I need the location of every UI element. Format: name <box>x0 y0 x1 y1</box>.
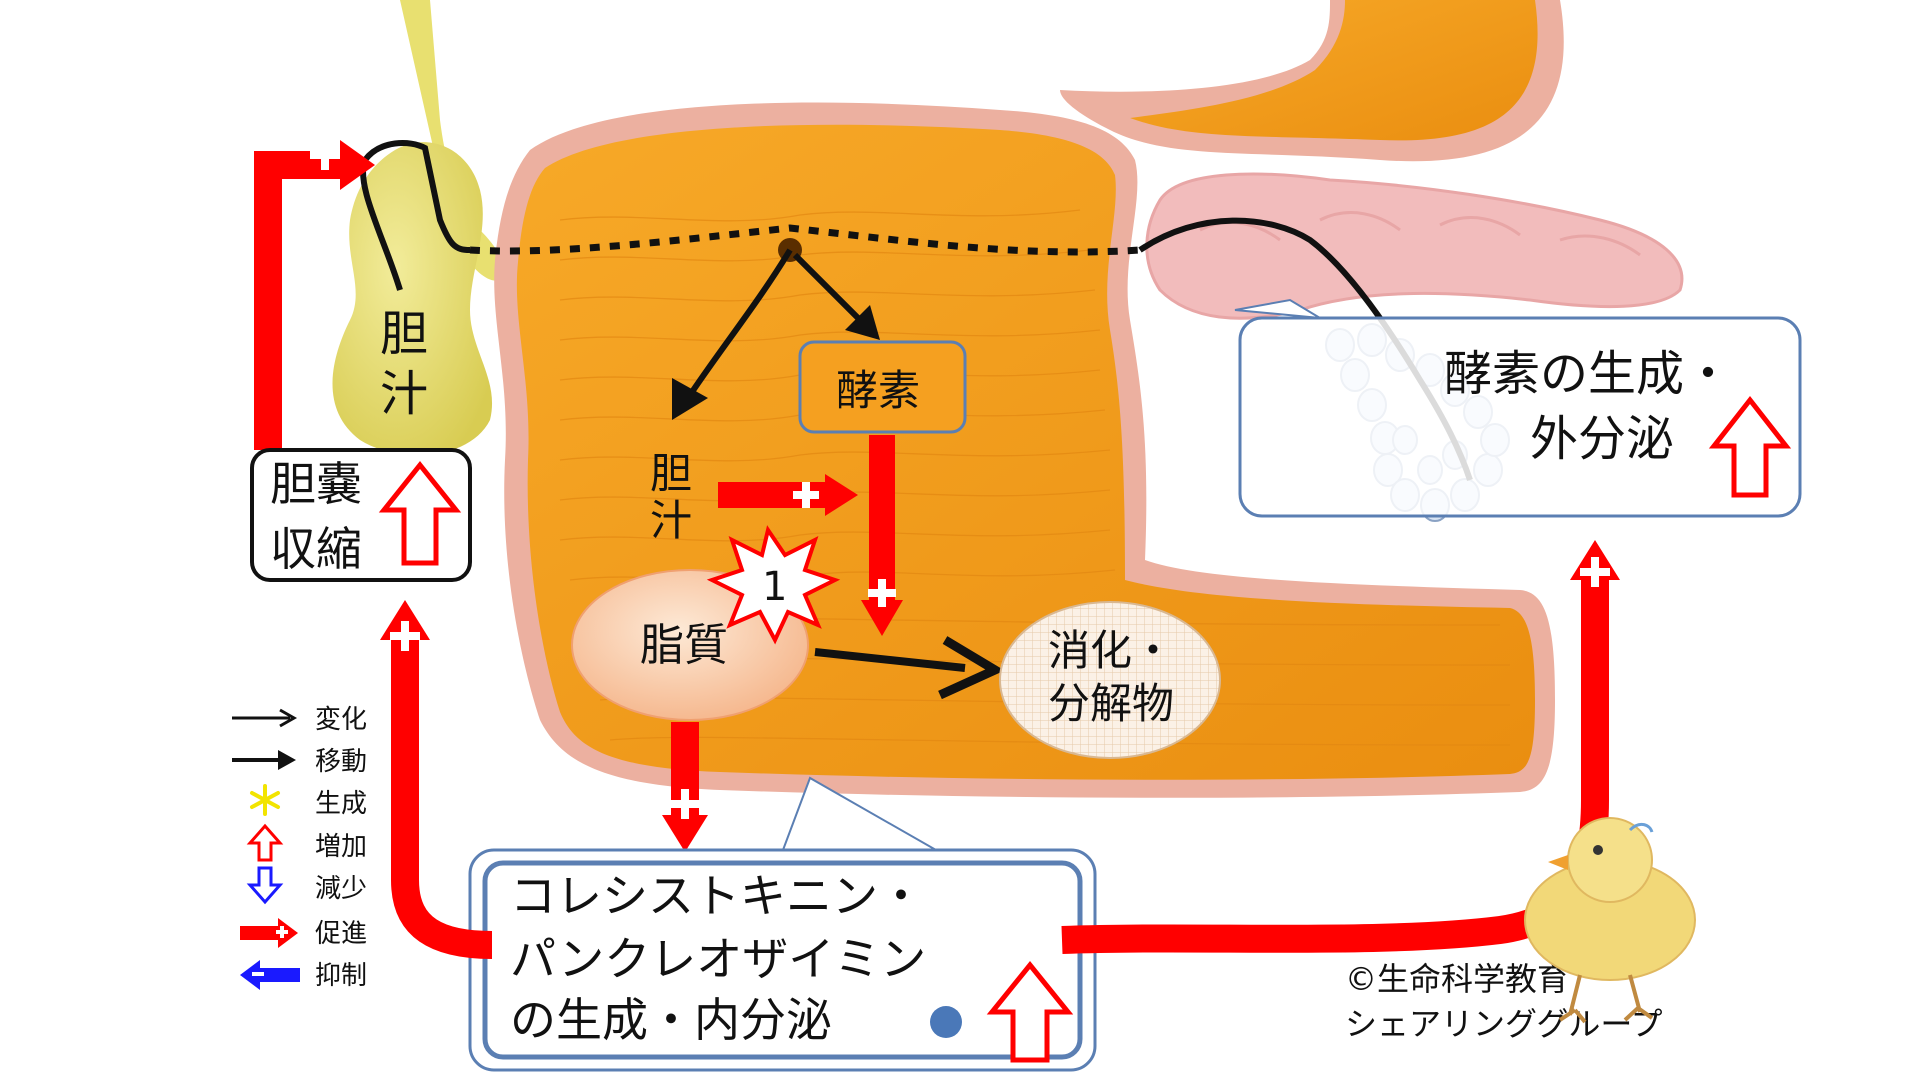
legend-label-decrease: 減少 <box>315 874 367 904</box>
legend-label-generation: 生成 <box>315 789 367 819</box>
hormone-line-3: の生成・内分泌 <box>510 993 832 1047</box>
enzyme-label: 酵素 <box>836 366 920 415</box>
move-arrow-to-enzyme <box>792 252 863 323</box>
decrease-arrow-icon <box>246 866 284 905</box>
generation-dot <box>930 1006 962 1038</box>
legend: 変化 移動 生成 増加 減少 促進 抑制 <box>232 705 367 991</box>
copyright-line-2: シェアリンググループ <box>1345 1005 1662 1043</box>
plus-icon-enzyme-down <box>868 579 896 607</box>
promote-hormone-to-gallbladder-head <box>380 600 430 640</box>
promote-lipid-down-head <box>662 815 708 852</box>
hormone-line-2: パンクレオザイミン <box>510 932 926 986</box>
chick-mascot <box>1524 817 1696 1024</box>
increase-icon-gallbladder <box>378 460 462 566</box>
plus-icon-lipid-down <box>670 789 700 819</box>
move-arrow-to-enzyme-head <box>845 305 880 340</box>
plus-icon-hormone-gallbladder <box>390 621 420 651</box>
bile-label-gb-2: 汁 <box>380 366 428 422</box>
stomach <box>1060 0 1564 162</box>
bile-label-gb-1: 胆 <box>380 306 428 362</box>
bile-transport-line <box>360 140 471 291</box>
legend-label-inhibit: 抑制 <box>315 961 367 991</box>
bile-label-duodenum-2: 汁 <box>650 496 692 545</box>
lipid-label: 脂質 <box>640 620 728 671</box>
gallbladder-contraction-line-2: 収縮 <box>270 522 362 576</box>
enzyme-box: 酵素 <box>798 340 967 434</box>
change-arrow-lipid-to-products-head <box>938 636 1005 700</box>
move-arrow-to-bile <box>687 248 793 397</box>
promote-hormone-to-gallbladder-path <box>391 640 493 959</box>
enzyme-secretion-line-2: 外分泌 <box>1530 411 1674 467</box>
increase-arrow-icon <box>246 823 284 862</box>
increase-icon-enzyme <box>1708 395 1792 498</box>
promote-enzyme-down-head <box>861 600 903 636</box>
enzyme-secretion-box: 酵素の生成・ 外分泌 <box>1234 298 1802 518</box>
legend-label-change: 変化 <box>315 705 367 735</box>
promote-bile-to-enzyme-head <box>825 474 858 516</box>
copyright-line-1: ©生命科学教育 <box>1345 960 1569 998</box>
legend-change: 変化 <box>232 705 367 735</box>
plus-icon-bile-enzyme <box>793 482 819 508</box>
legend-move: 移動 <box>232 747 367 777</box>
plus-icon-gallbladder <box>310 140 340 170</box>
digestion-products-bubble <box>999 601 1221 759</box>
pancreas <box>1145 172 1684 320</box>
hormone-box: コレシストキニン・ パンクレオザイミン の生成・内分泌 <box>468 776 1097 1072</box>
badge-number: 1 <box>762 564 787 610</box>
generation-asterisk-icon <box>250 784 280 816</box>
legend-label-promote: 促進 <box>315 919 367 949</box>
promote-path-gallbladder-head <box>340 140 375 190</box>
gallbladder-contraction-box: 胆嚢 収縮 <box>250 448 472 582</box>
legend-label-move: 移動 <box>315 747 367 777</box>
gallbladder-contraction-line-1: 胆嚢 <box>270 457 362 511</box>
digestion-products-line-2: 分解物 <box>1048 679 1174 728</box>
enzyme-secretion-line-1: 酵素の生成・ <box>1444 346 1732 402</box>
bile-label-duodenum-1: 胆 <box>650 449 692 498</box>
plus-icon-hormone-pancreas <box>1580 557 1610 587</box>
change-badge: 1 <box>706 525 841 645</box>
move-arrow-to-bile-head <box>672 378 708 420</box>
increase-icon-hormone <box>986 961 1074 1063</box>
change-arrow-lipid-to-products <box>814 648 966 672</box>
promote-arrow-icon <box>240 918 298 948</box>
digestion-products-line-1: 消化・ <box>1048 626 1174 675</box>
promote-path-gallbladder <box>254 151 345 450</box>
legend-label-increase: 増加 <box>315 832 367 862</box>
hormone-line-1: コレシストキニン・ <box>510 869 924 923</box>
inhibit-arrow-icon <box>240 960 300 990</box>
duct-dotted-line <box>469 224 1141 256</box>
